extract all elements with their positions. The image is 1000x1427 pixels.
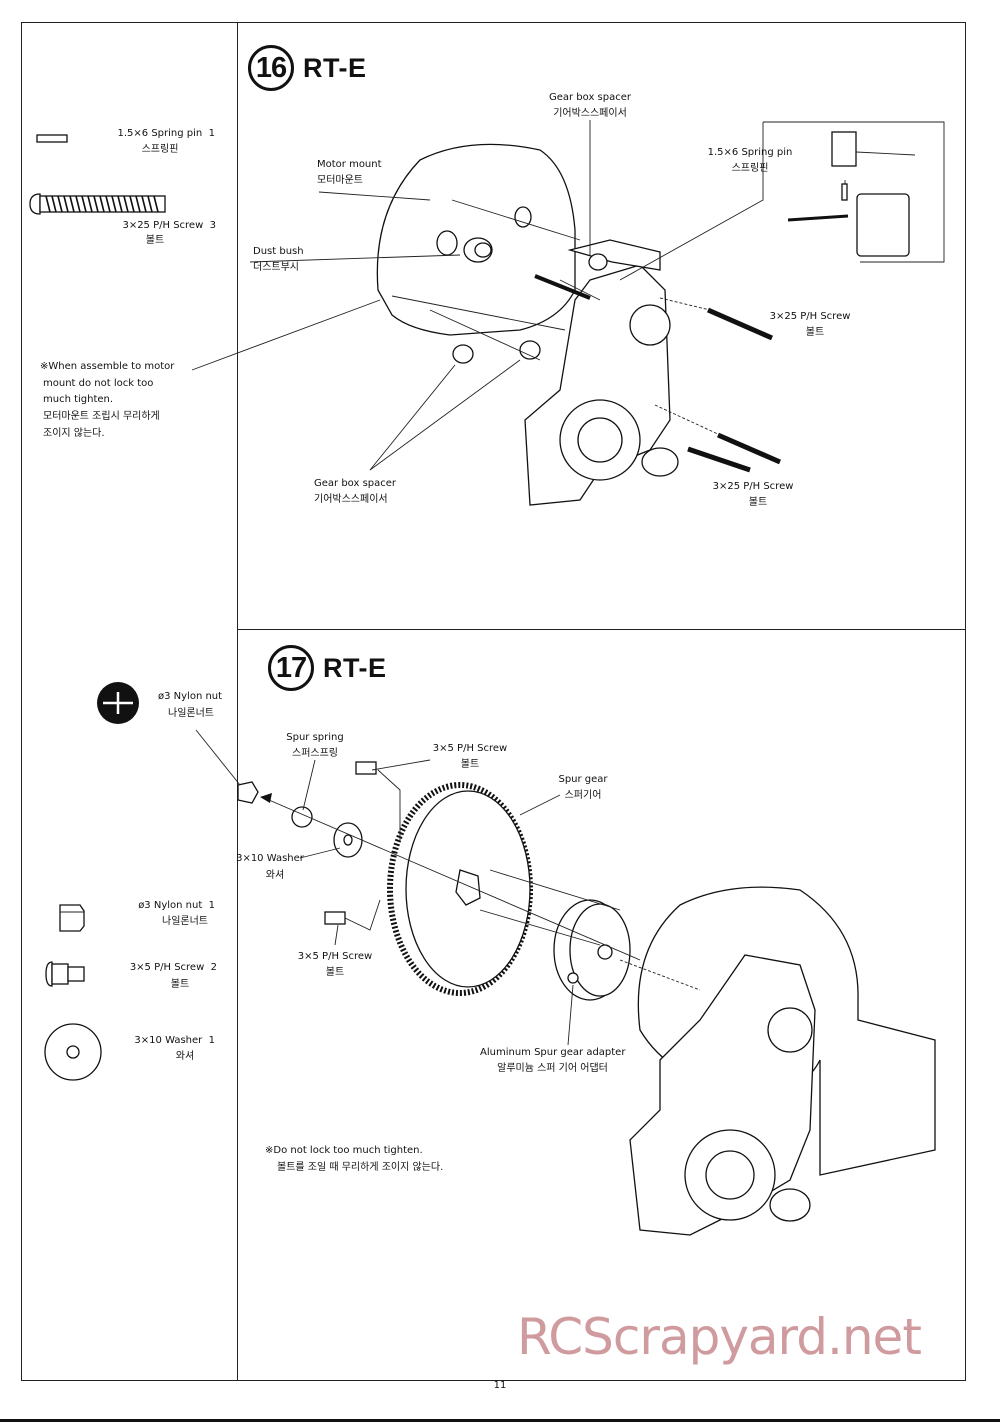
- washer-icon: [44, 1023, 102, 1081]
- short-screw-icon: [45, 961, 85, 987]
- label-spring-pin-inset-ko: 스프링핀: [731, 163, 769, 174]
- arrows-16: [391, 199, 721, 436]
- part-name: 3×10 Washer: [134, 1035, 203, 1046]
- label-washer: 3×10 Washer: [236, 853, 304, 864]
- screws-16: [534, 274, 781, 473]
- part-name: 3×5 P/H Screw: [129, 962, 205, 973]
- small-parts-17: [237, 761, 377, 925]
- label-motor-mount-ko: 모터마운트: [317, 175, 363, 186]
- gearbox-drawing-17: [629, 954, 816, 1236]
- label-screw-top-ko: 볼트: [460, 759, 480, 770]
- note-line: much tighten.: [43, 394, 114, 405]
- spacers-16: [452, 253, 608, 364]
- part-short-screw: 3×5 P/H Screw 2: [95, 960, 217, 975]
- step-16-header: 16 RT-E: [248, 45, 367, 91]
- label-screw-right-a: 3×25 P/H Screw: [769, 311, 851, 322]
- label-spur-gear-ko: 스퍼기어: [564, 790, 602, 801]
- note-line: 볼트를 조일 때 무리하게 조이지 않는다.: [277, 1162, 444, 1173]
- bottom-rule: [0, 1419, 1000, 1422]
- step-16-number: 16: [248, 45, 294, 91]
- label-screw-right-b: 3×25 P/H Screw: [712, 481, 794, 492]
- label-dust-bush-ko: 더스트부시: [253, 262, 299, 273]
- dust-bush-drawing: [463, 237, 493, 263]
- label-screw-top: 3×5 P/H Screw: [432, 743, 508, 754]
- label-spring-pin-inset: 1.5×6 Spring pin: [707, 147, 793, 158]
- cross-tool-icon: [97, 682, 139, 724]
- arrows-17: [260, 769, 701, 991]
- label-adapter-ko: 알루미늄 스퍼 기어 어댑터: [497, 1063, 608, 1074]
- label-washer-ko: 와셔: [265, 870, 285, 881]
- label-motor-mount: Motor mount: [317, 159, 382, 170]
- part-name: 3×25 P/H Screw: [122, 220, 204, 231]
- parts-column-divider: [237, 22, 239, 1380]
- part-washer: 3×10 Washer 1: [95, 1033, 215, 1048]
- part-nylon-nut: ø3 Nylon nut 1: [95, 898, 215, 913]
- part-spring-pin-ko: 스프링핀: [141, 144, 179, 155]
- label-dust-bush: Dust bush: [253, 246, 304, 257]
- spur-gear-drawing: [387, 782, 533, 996]
- note-line: ※Do not lock too much tighten.: [265, 1145, 423, 1156]
- part-washer-ko: 와셔: [175, 1051, 195, 1062]
- adapter-drawing: [553, 899, 631, 1001]
- part-name: ø3 Nylon nut: [138, 900, 203, 911]
- part-name: 1.5×6 Spring pin: [117, 128, 203, 139]
- label-gear-box-spacer-bottom-ko: 기어박스스페이서: [314, 494, 388, 505]
- tool-label-ko: 나일론너트: [168, 708, 214, 719]
- part-nylon-nut-ko: 나일론너트: [162, 916, 208, 927]
- note-line: mount do not lock too: [43, 378, 154, 389]
- label-screw-bottom: 3×5 P/H Screw: [297, 951, 373, 962]
- part-qty: 1: [208, 900, 215, 911]
- spring-pin-icon: [36, 134, 68, 143]
- label-screw-right-b-ko: 볼트: [748, 497, 768, 508]
- label-spur-spring: Spur spring: [286, 732, 344, 743]
- label-spur-spring-ko: 스퍼스프링: [292, 748, 338, 759]
- label-screw-right-a-ko: 볼트: [805, 327, 825, 338]
- label-screw-bottom-ko: 볼트: [325, 967, 345, 978]
- watermark: RCScrapyard.net: [517, 1308, 922, 1366]
- label-spur-gear: Spur gear: [558, 774, 608, 785]
- tool-label: ø3 Nylon nut: [158, 691, 223, 702]
- part-long-screw-ko: 볼트: [145, 235, 165, 246]
- leaders-16: [191, 120, 591, 471]
- part-long-screw: 3×25 P/H Screw 3: [60, 218, 216, 233]
- note-line: ※When assemble to motor: [40, 361, 175, 372]
- step-divider: [238, 629, 965, 631]
- note-line: 모터마운트 조립시 무리하게: [43, 411, 160, 422]
- part-qty: 3: [209, 220, 216, 231]
- long-screw-icon: [29, 193, 166, 215]
- label-gear-box-spacer-bottom: Gear box spacer: [314, 478, 397, 489]
- leaders-17: [195, 729, 574, 1046]
- gearbox-drawing-16: [524, 239, 679, 506]
- label-adapter: Aluminum Spur gear adapter: [480, 1047, 626, 1058]
- part-qty: 2: [210, 962, 217, 973]
- step-17-header: 17 RT-E: [268, 645, 387, 691]
- part-qty: 1: [208, 128, 215, 139]
- page-number: 11: [493, 1380, 507, 1391]
- step-16-title: RT-E: [303, 52, 367, 83]
- note-line: 조이지 않는다.: [43, 428, 105, 439]
- part-spring-pin: 1.5×6 Spring pin 1: [60, 126, 215, 141]
- part-short-screw-ko: 볼트: [170, 979, 190, 990]
- part-qty: 1: [208, 1035, 215, 1046]
- step-17-title: RT-E: [323, 652, 387, 683]
- step-17-number: 17: [268, 645, 314, 691]
- nylon-nut-icon: [59, 904, 85, 932]
- page-frame: [21, 22, 966, 1381]
- label-gear-box-spacer-top: Gear box spacer: [548, 92, 632, 103]
- inset-box-16: [619, 121, 945, 281]
- label-gear-box-spacer-top-ko: 기어박스스페이서: [553, 108, 627, 119]
